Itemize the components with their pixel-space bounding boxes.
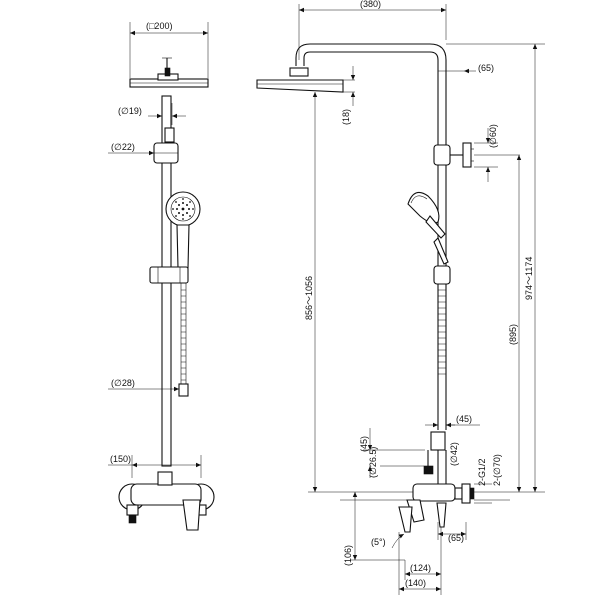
dim-spout-140: (140) <box>405 578 426 588</box>
slide-holder <box>149 266 189 284</box>
dim-head-width: (□200) <box>146 21 172 31</box>
dim-thread: 2-G1/2 <box>477 458 487 486</box>
mixer-side <box>398 483 475 533</box>
dim-flange-dia: 2-(∅70) <box>492 454 502 486</box>
dim-riser-length: (895) <box>508 324 518 345</box>
hose <box>178 283 189 397</box>
dim-holder-dia: (∅22) <box>111 142 135 152</box>
hose-side <box>437 284 447 380</box>
wall-bracket-side <box>433 142 474 168</box>
dim-spout-height: (106) <box>343 545 353 566</box>
dim-arm-length: (380) <box>360 0 381 9</box>
dim-total-height: 974～1174 <box>524 257 534 300</box>
dim-bend-offset: (65) <box>478 63 494 73</box>
shower-arm <box>295 43 447 430</box>
dim-centers: (150) <box>110 454 131 464</box>
dim-head-thickness: (18) <box>341 109 351 125</box>
slide-holder-side <box>433 265 451 285</box>
dim-spout-124: (124) <box>410 563 431 573</box>
dim-spout-angle: (5°) <box>371 537 386 547</box>
hand-shower <box>165 191 201 269</box>
mixer-front <box>118 471 215 531</box>
front-view: (□200) (∅19) (∅22) <box>108 21 215 531</box>
dim-rise: (45) <box>359 436 369 452</box>
rain-head-side <box>256 67 344 93</box>
rain-shower-head <box>129 57 209 88</box>
side-view: (380) (65) (18) ( <box>256 0 545 595</box>
hand-shower-side <box>407 191 449 265</box>
dim-head-height: 856～1056 <box>304 276 314 320</box>
dim-depth: (65) <box>448 533 464 543</box>
dim-diverter-dia: (∅42) <box>449 442 459 466</box>
diverter-valve <box>423 431 447 484</box>
dim-pipe-offset: (45) <box>456 414 472 424</box>
dim-bracket-dia: (∅60) <box>488 124 498 148</box>
dim-slide-dia: (∅26.5) <box>368 447 378 478</box>
dim-hose-dia: (∅28) <box>111 378 135 388</box>
dim-arm-dia: (∅19) <box>118 106 142 116</box>
